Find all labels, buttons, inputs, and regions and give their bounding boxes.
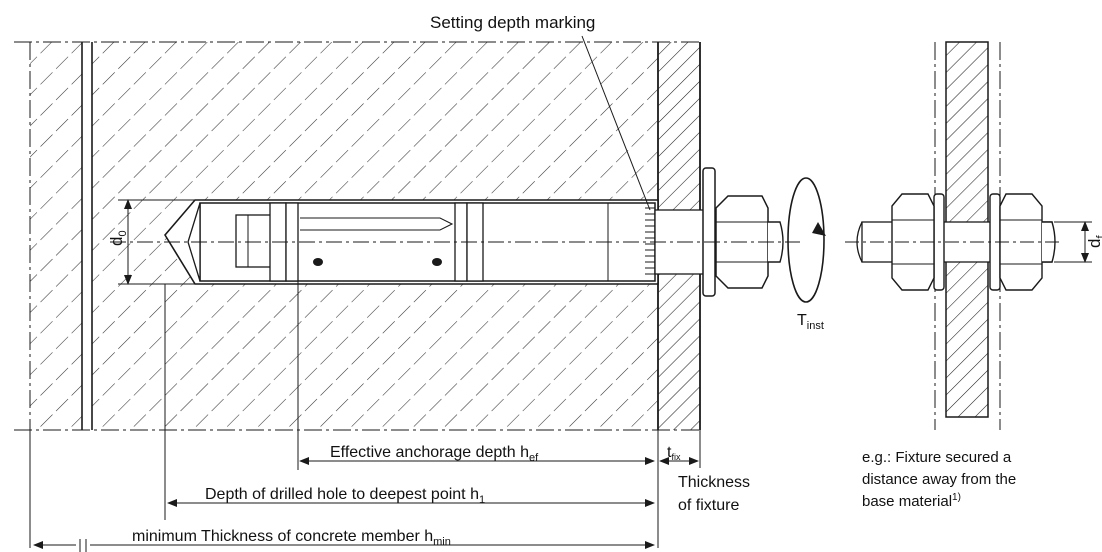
anchor-bolt (110, 167, 800, 297)
example-note-line2: distance away from the (862, 471, 1016, 488)
hef-label: Effective anchorage depth hef (330, 444, 539, 464)
d0-label: d0 (107, 230, 129, 246)
setting-depth-leader (581, 35, 651, 211)
example-note-line1: e.g.: Fixture secured a (862, 449, 1012, 466)
bottom-dimensions (29, 281, 701, 552)
tfix-label: tfix (667, 444, 681, 462)
washer (702, 167, 716, 297)
thickness-of-fixture-line1: Thickness (678, 474, 750, 491)
thickness-of-fixture-line2: of fixture (678, 497, 739, 514)
setting-depth-marking (645, 207, 655, 275)
setting-depth-label: Setting depth marking (430, 13, 595, 32)
torque-arrow (787, 177, 826, 303)
example-detail (845, 41, 1092, 430)
example-note-line3: base material1) (862, 492, 961, 510)
torque-label: Tinst (797, 312, 824, 332)
hmin-label: minimum Thickness of concrete member hmi… (132, 528, 451, 548)
df-label: df (1085, 235, 1102, 248)
concrete-edge-strip (30, 42, 82, 430)
h1-label: Depth of drilled hole to deepest point h… (205, 486, 485, 506)
d0-dimension (118, 199, 195, 285)
